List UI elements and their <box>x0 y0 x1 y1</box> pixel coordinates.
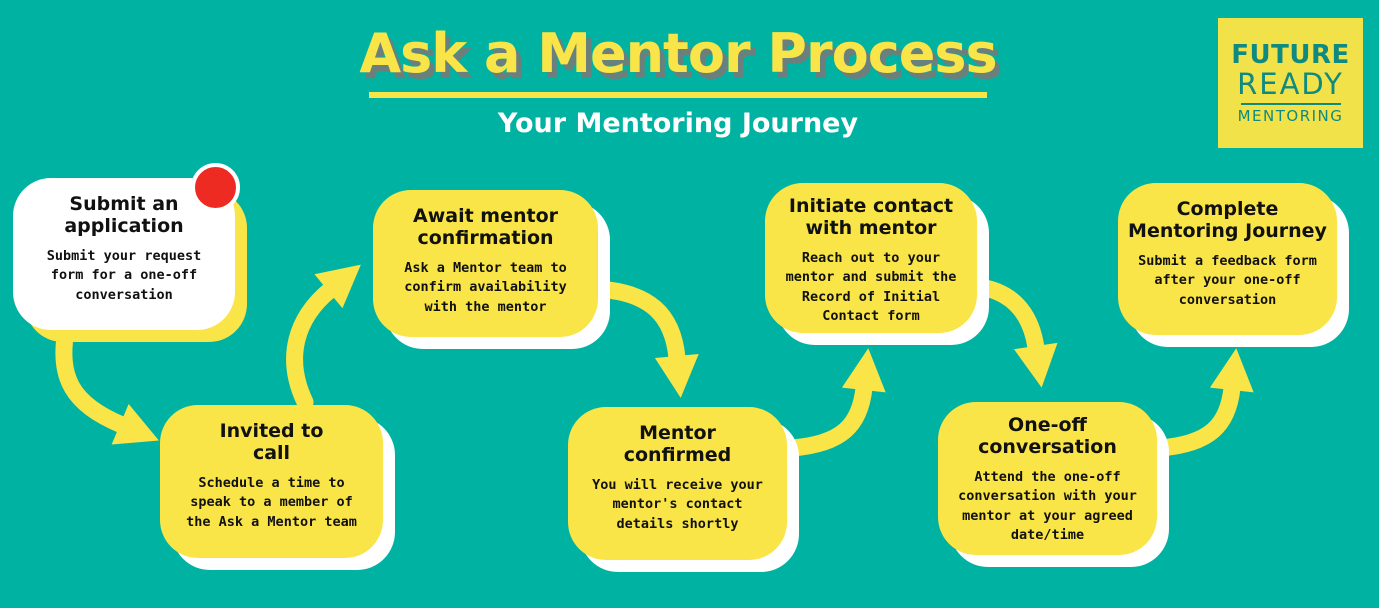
step-description: You will receive your mentor's contact d… <box>592 476 763 532</box>
page-title: Ask a Mentor Process <box>359 22 997 85</box>
step-description: Ask a Mentor team to confirm availabilit… <box>404 259 567 315</box>
logo-word-ready: READY <box>1237 66 1344 101</box>
step-description: Attend the one-off conversation with you… <box>958 468 1137 544</box>
step-initiate-contact: Initiate contact with mentor Reach out t… <box>765 183 977 333</box>
step-description: Schedule a time to speak to a member of … <box>186 474 357 530</box>
step-invited-to-call: Invited to call Schedule a time to speak… <box>160 405 383 558</box>
step-description: Submit a feedback form after your one-of… <box>1138 252 1317 308</box>
arrow-step1-to-step2 <box>55 321 159 445</box>
step-await-mentor-confirmation: Await mentor confirmation Ask a Mentor t… <box>373 190 598 337</box>
header: Ask a Mentor Process Your Mentoring Jour… <box>278 22 1078 139</box>
step-title: One-off conversation <box>978 414 1117 459</box>
logo-word-mentoring: MENTORING <box>1237 107 1344 126</box>
step-title: Mentor confirmed <box>623 422 732 467</box>
step-title: Invited to call <box>219 420 324 465</box>
logo-divider <box>1240 103 1341 106</box>
step-title: Complete Mentoring Journey <box>1128 198 1327 243</box>
step-description: Reach out to your mentor and submit the … <box>785 249 957 325</box>
step-mentor-confirmed: Mentor confirmed You will receive your m… <box>568 407 787 560</box>
step-complete-mentoring-journey: Complete Mentoring Journey Submit a feed… <box>1118 183 1337 335</box>
arrow-step6-to-step7 <box>1151 348 1254 457</box>
arrow-step2-to-step3 <box>286 264 361 411</box>
step-description: Submit your request form for a one-off c… <box>46 247 202 303</box>
step-title: Initiate contact with mentor <box>788 195 954 240</box>
step-submit-application: Submit an application Submit your reques… <box>13 163 240 330</box>
arrow-step4-to-step5 <box>783 348 886 457</box>
step-title: Await mentor confirmation <box>412 205 558 250</box>
arrow-step5-to-step6 <box>971 278 1058 388</box>
red-dot-badge <box>191 163 240 212</box>
arrow-step3-to-step4 <box>588 280 699 398</box>
title-underline <box>369 91 987 98</box>
step-one-off-conversation: One-off conversation Attend the one-off … <box>938 402 1157 555</box>
page-subtitle: Your Mentoring Journey <box>497 107 859 139</box>
step-title: Submit an application <box>64 193 184 238</box>
future-ready-mentoring-logo: FUTURE READY MENTORING <box>1218 18 1363 148</box>
logo-word-future: FUTURE <box>1231 39 1350 70</box>
